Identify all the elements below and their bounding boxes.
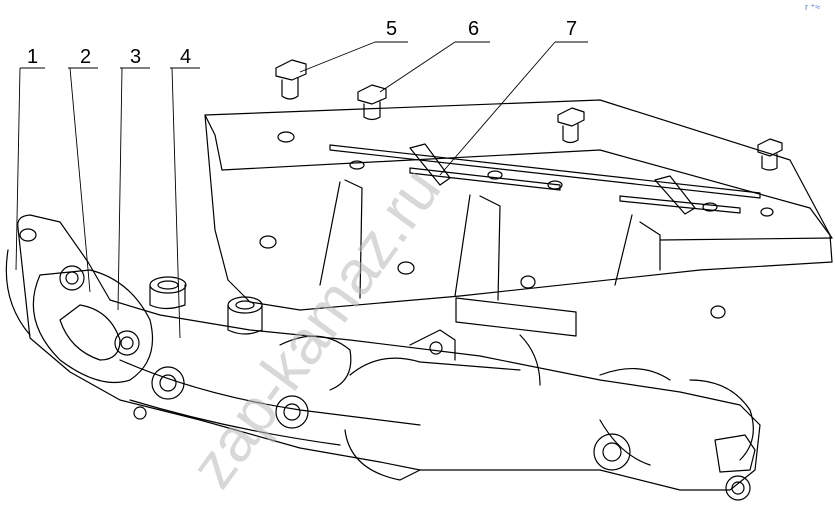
shield-clip-right — [654, 175, 696, 215]
manifold-body — [5, 214, 761, 491]
left-flange — [19, 228, 37, 242]
callout-labels: 1 2 3 4 5 6 7 — [27, 18, 577, 68]
stud-nuts — [59, 265, 751, 501]
callout-3: 3 — [130, 46, 141, 68]
callout-4: 4 — [180, 46, 191, 68]
shield-clip-left — [409, 143, 451, 186]
bolt-2 — [357, 84, 387, 121]
heat-shield — [204, 99, 833, 337]
corner-mark: r ⁺≈ — [805, 2, 820, 12]
bolt-1 — [275, 59, 307, 100]
callout-7: 7 — [566, 18, 577, 40]
callout-2: 2 — [80, 46, 91, 68]
callout-1: 1 — [27, 46, 38, 68]
callout-leaders — [15, 41, 588, 339]
bolt-3 — [557, 107, 585, 144]
watermark: zap-kamaz.ru — [178, 156, 455, 500]
bolt-4 — [757, 138, 783, 171]
outlet-flange-right — [714, 434, 756, 473]
callout-6: 6 — [468, 18, 479, 40]
outlet-bosses — [149, 276, 263, 335]
shield-slot-holes — [259, 131, 774, 319]
callout-5: 5 — [386, 18, 397, 40]
